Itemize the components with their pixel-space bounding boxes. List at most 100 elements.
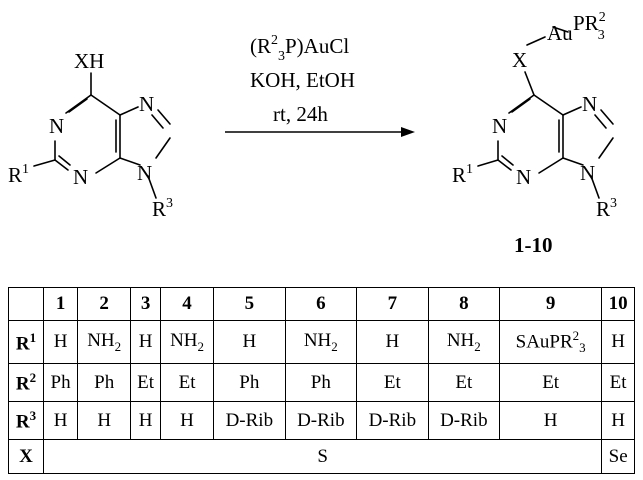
table-cell: H bbox=[213, 320, 286, 364]
table-cell: NH2 bbox=[284, 320, 358, 364]
row-label-superscript: 3 bbox=[29, 408, 37, 424]
table-cell: H bbox=[601, 401, 635, 441]
reagent-conditions: rt, 24h bbox=[273, 102, 328, 126]
table-cell: H bbox=[356, 320, 429, 364]
header-cell-compound-8: 8 bbox=[427, 286, 501, 322]
header-cell-compound-5: 5 bbox=[213, 286, 286, 322]
header-cell-compound-9: 9 bbox=[499, 286, 603, 322]
table-cell: H bbox=[160, 401, 215, 441]
table-cell: Ph bbox=[77, 362, 132, 403]
product-n9-label: N bbox=[580, 161, 595, 185]
table-cell: Et bbox=[427, 362, 501, 403]
cell-main-text: Ph bbox=[50, 371, 71, 393]
cell-superscript: 2 bbox=[572, 328, 580, 344]
row-label-r3: R3 bbox=[8, 401, 44, 441]
table-cell: D-Rib bbox=[284, 401, 358, 441]
row-label-letter: R bbox=[15, 332, 30, 354]
reaction-conditions: (R23P)AuCl KOH, EtOH rt, 24h bbox=[225, 33, 415, 137]
reagent-base-solvent: KOH, EtOH bbox=[250, 68, 355, 92]
table-cell: NH2 bbox=[160, 320, 215, 364]
cell-subscript: 2 bbox=[114, 338, 122, 354]
cell-main-text: Et bbox=[137, 371, 155, 393]
cell-subscript: 2 bbox=[197, 338, 205, 354]
table-cell: Ph bbox=[213, 362, 286, 403]
cell-main-text: H bbox=[242, 331, 257, 353]
header-cell-compound-4: 4 bbox=[160, 286, 215, 322]
table-cell: Et bbox=[160, 362, 215, 403]
table-cell: H bbox=[42, 320, 79, 364]
reaction-arrowhead bbox=[401, 127, 415, 137]
reactant-r1-label: R1 bbox=[8, 162, 29, 187]
reactant-n7-label: N bbox=[139, 92, 154, 116]
reagent-gold-complex: (R23P)AuCl bbox=[250, 33, 349, 64]
table-cell: Et bbox=[130, 362, 162, 403]
table-cell: Ph bbox=[284, 362, 358, 403]
reactant-n1-label: N bbox=[49, 114, 64, 138]
cell-main-text: D-Rib bbox=[440, 409, 488, 431]
row-label-superscript: 1 bbox=[29, 329, 37, 345]
cell-main-text: H bbox=[180, 409, 194, 431]
product-compound-label: 1-10 bbox=[514, 233, 553, 257]
table-cell: D-Rib bbox=[427, 401, 501, 441]
header-cell-compound-3: 3 bbox=[130, 286, 162, 322]
cell-subscript: 2 bbox=[474, 338, 481, 354]
product-n7-label: N bbox=[582, 92, 597, 116]
cell-main-text: D-Rib bbox=[368, 409, 417, 431]
cell-main-text: H bbox=[53, 409, 68, 431]
table-cell: Et bbox=[356, 362, 429, 403]
header-cell-compound-7: 7 bbox=[356, 286, 429, 322]
reactant-xh-label: XH bbox=[74, 49, 104, 73]
product-x-label: X bbox=[512, 48, 527, 72]
cell-subscript: 3 bbox=[579, 340, 586, 356]
reactant-structure: XH N N N N R1 R3 bbox=[8, 49, 173, 221]
cell-main-text: H bbox=[97, 409, 112, 431]
cell-main-text: Ph bbox=[239, 371, 260, 393]
row-label-letter: R bbox=[15, 411, 30, 433]
table-cell: H bbox=[42, 401, 79, 441]
table-cell: NH2 bbox=[427, 320, 501, 364]
cell-main-text: Ph bbox=[310, 371, 331, 393]
table-cell: H bbox=[77, 401, 132, 441]
x-value-compound-10: Se bbox=[601, 439, 635, 474]
table-cell: Et bbox=[499, 362, 603, 403]
product-au-label: Au bbox=[547, 21, 573, 45]
cell-main-text: D-Rib bbox=[225, 409, 274, 431]
row-label-superscript: 2 bbox=[29, 369, 37, 385]
header-cell-compound-6: 6 bbox=[284, 286, 358, 322]
product-n3-label: N bbox=[516, 165, 531, 189]
table-cell: Ph bbox=[42, 362, 79, 403]
header-cell-compound-10: 10 bbox=[601, 286, 635, 322]
table-cell: D-Rib bbox=[213, 401, 286, 441]
product-r1-label: R1 bbox=[452, 162, 473, 187]
cell-main-text: SAuPR bbox=[515, 331, 573, 353]
cell-main-text: H bbox=[611, 409, 625, 431]
cell-main-text: NH bbox=[446, 329, 475, 351]
cell-main-text: H bbox=[138, 409, 153, 431]
table-cell: Et bbox=[601, 362, 635, 403]
header-corner-cell bbox=[8, 286, 44, 322]
header-cell-compound-2: 2 bbox=[77, 286, 132, 322]
table-cell: H bbox=[130, 401, 162, 441]
table-cell: D-Rib bbox=[356, 401, 429, 441]
row-label-x: X bbox=[8, 439, 44, 474]
cell-main-text: H bbox=[53, 331, 68, 353]
table-cell: H bbox=[499, 401, 603, 441]
reactant-n9-label: N bbox=[137, 161, 152, 185]
cell-subscript: 2 bbox=[331, 338, 338, 354]
cell-main-text: H bbox=[543, 409, 558, 431]
cell-main-text: H bbox=[385, 331, 400, 353]
table-cell: H bbox=[601, 320, 635, 364]
cell-main-text: Et bbox=[609, 371, 627, 393]
header-cell-compound-1: 1 bbox=[42, 286, 79, 322]
reaction-scheme: XH N N N N R1 R3 (R23P)AuCl KOH, EtOH rt… bbox=[8, 10, 617, 257]
product-n1-label: N bbox=[492, 114, 507, 138]
reactant-n3-label: N bbox=[73, 165, 88, 189]
table-cell: SAuPR23 bbox=[499, 320, 603, 364]
cell-main-text: NH bbox=[170, 329, 198, 351]
